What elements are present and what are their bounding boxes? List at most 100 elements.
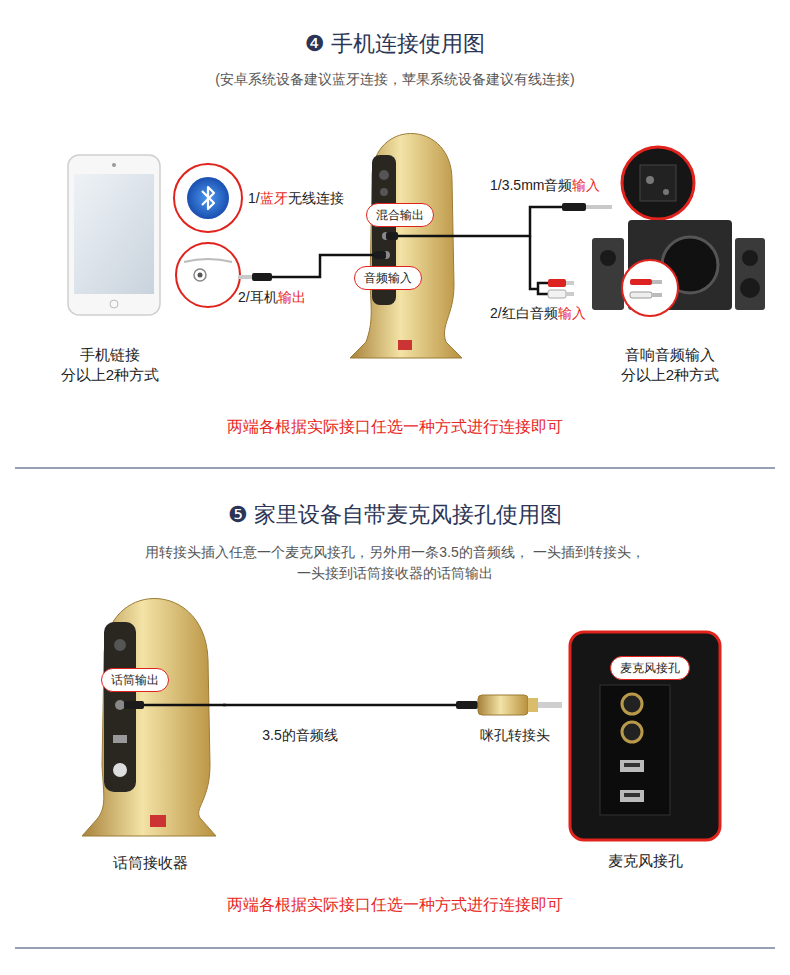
callout-bubble: 混合输出 [366, 203, 434, 227]
button [113, 763, 127, 777]
front-panel [600, 685, 670, 815]
usb-port [624, 763, 640, 767]
plug-body [562, 203, 586, 211]
plug-body [456, 701, 478, 709]
phone-screen [74, 174, 154, 294]
text-run: 输入 [558, 305, 586, 321]
connection-label: 1/3.5mm音频输入 [490, 176, 620, 194]
phone-button [110, 300, 118, 308]
audio-cable [530, 236, 548, 294]
device-area: 麦克风接孔麦克风接孔 [560, 625, 730, 875]
earphone-callout [176, 243, 240, 307]
satellite-speaker [735, 238, 765, 310]
summary-note: 两端各根据实际接口任选一种方式进行连接即可 [95, 417, 695, 438]
part-label: 手机链接 分以上2种方式 [40, 345, 180, 386]
node-text: 话筒输出 [111, 672, 159, 688]
knob [380, 188, 388, 196]
text-run: 1/3.5mm音频 [490, 177, 572, 193]
mic-adapter [478, 695, 528, 715]
rca-callout [622, 260, 678, 316]
satellite-speaker [592, 238, 624, 310]
plug-body [252, 273, 272, 281]
bluetooth-callout [174, 164, 242, 232]
plug-body [386, 232, 398, 240]
connection-label: 2/耳机输出 [238, 288, 338, 306]
rca-white-plug [630, 292, 652, 298]
text-run: 输入 [572, 177, 600, 193]
text-run: 蓝牙 [260, 190, 288, 206]
audio-cable [144, 704, 226, 707]
node-text: 混合输出 [376, 207, 424, 223]
knob [114, 639, 126, 651]
connection-label: 2/红白音频输入 [490, 304, 615, 322]
connection-label: 1/蓝牙无线连接 [248, 189, 373, 207]
plug-body [374, 251, 386, 259]
driver [600, 250, 616, 266]
text-run: 1/ [248, 190, 260, 206]
speaker-port-callout [622, 147, 694, 219]
edge-label: 3.5的音频线 [259, 727, 340, 745]
panel-heading: ❺ 家里设备自带麦克风接孔使用图 [120, 501, 670, 530]
plug-tip [652, 293, 662, 297]
node-text: 麦克风接孔 [620, 660, 680, 676]
usb-port [620, 790, 644, 802]
plug-tip [566, 281, 574, 285]
phone-camera [112, 163, 116, 167]
panel-heading: ❹ 手机连接使用图 [145, 30, 645, 59]
node-text: 麦克风接孔 [608, 852, 683, 871]
text-run: 无线连接 [288, 190, 344, 206]
phone-body [68, 155, 160, 315]
plug-body [124, 701, 144, 709]
plug-tip [566, 292, 574, 296]
rca-red-plug [548, 279, 566, 287]
receiver-body [82, 599, 216, 837]
jack [115, 700, 125, 710]
speaker-port [640, 165, 676, 201]
separator-line [15, 947, 775, 948]
usb-port [620, 760, 644, 772]
usb-port [624, 793, 640, 797]
usb-slot [113, 735, 127, 743]
rca-red-plug [630, 279, 652, 285]
panel-subtitle: (安卓系统设备建议蓝牙连接，苹果系统设备建议有线连接) [95, 70, 695, 88]
separator-line [15, 467, 775, 468]
callout-bubble: 麦克风接孔 [610, 656, 690, 680]
phone-edge [184, 259, 232, 262]
jack [663, 189, 669, 195]
driver [740, 278, 760, 298]
knob [379, 170, 389, 180]
earphone-jack [198, 273, 203, 278]
earphone-jack [194, 269, 206, 281]
panel-subtitle: 用转接头插入任意一个麦克风接孔，另外用一条3.5的音频线， 一头插到转接头，一头… [145, 542, 645, 584]
bluetooth-icon [187, 177, 229, 219]
driver [742, 250, 758, 266]
adapter-ring [528, 698, 538, 712]
device-area: 话筒接收器话筒输出 [78, 595, 223, 877]
adapter-tip [538, 702, 562, 708]
logo-badge [150, 815, 166, 827]
receiver-body [350, 134, 462, 359]
text-run: 2/红白音频 [490, 305, 558, 321]
plug-tip [238, 275, 252, 279]
callout-bubble: 音频输入 [354, 266, 422, 290]
jack [622, 694, 642, 714]
text-run: 输出 [278, 289, 306, 305]
jack [646, 176, 654, 184]
callout-bubble: 话筒输出 [101, 668, 169, 692]
plug-tip [586, 205, 612, 209]
plug-tip [652, 280, 662, 284]
part-label: 音响音频输入 分以上2种方式 [595, 345, 745, 386]
node-text: 话筒接收器 [113, 854, 188, 873]
summary-note: 两端各根据实际接口任选一种方式进行连接即可 [95, 895, 695, 916]
part-label: 咪孔转接头 [465, 726, 565, 744]
logo-badge [398, 340, 412, 350]
text-run: 2/耳机 [238, 289, 278, 305]
mic-jack-photo [570, 632, 720, 840]
jack [622, 722, 642, 742]
bluetooth-rune [202, 187, 214, 209]
rca-white-plug [548, 290, 566, 298]
node-text: 音频输入 [364, 270, 412, 286]
